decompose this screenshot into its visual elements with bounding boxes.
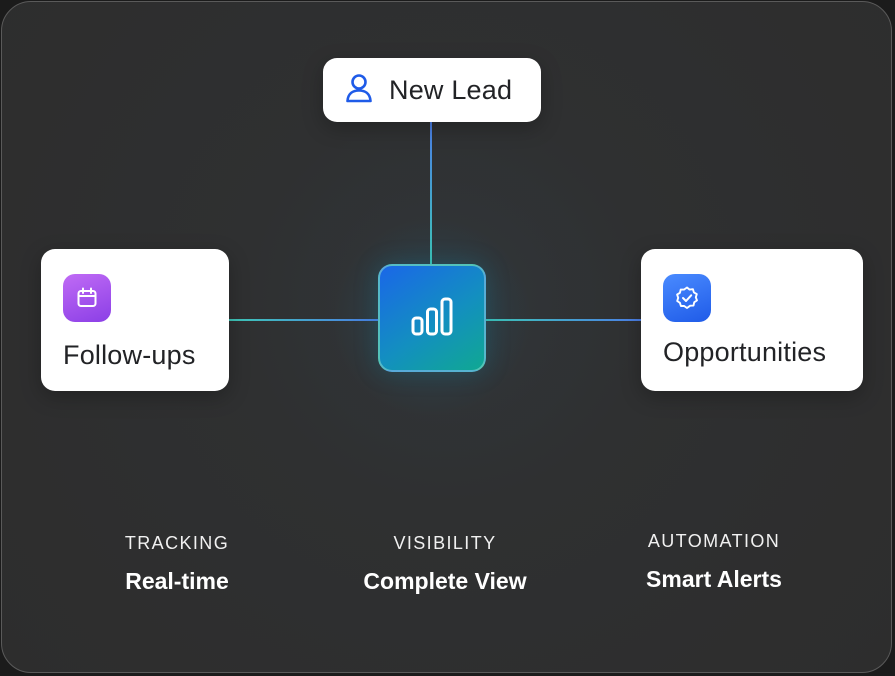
node-follow-ups[interactable]: Follow-ups: [41, 249, 229, 391]
bar-chart-icon: [408, 292, 456, 345]
stat-value: Smart Alerts: [646, 566, 782, 592]
calendar-icon: [63, 274, 111, 322]
stat-kicker: VISIBILITY: [393, 533, 497, 553]
node-label: Follow-ups: [63, 340, 196, 370]
connector-top: [430, 121, 432, 264]
user-icon: [343, 72, 375, 109]
connector-left: [228, 319, 378, 321]
stat-automation: AUTOMATION Smart Alerts: [594, 531, 834, 593]
stat-tracking: TRACKING Real-time: [57, 533, 297, 595]
hub-node[interactable]: [378, 264, 486, 372]
stat-visibility: VISIBILITY Complete View: [325, 533, 565, 595]
connector-right: [484, 319, 642, 321]
node-opportunities[interactable]: Opportunities: [641, 249, 863, 391]
stat-kicker: AUTOMATION: [647, 531, 781, 551]
stat-value: Complete View: [363, 568, 527, 594]
check-badge-icon: [663, 274, 711, 322]
stat-value: Real-time: [125, 568, 229, 594]
stat-kicker: TRACKING: [124, 533, 230, 553]
node-new-lead[interactable]: New Lead: [323, 58, 541, 122]
node-label: Opportunities: [663, 337, 827, 367]
node-label: New Lead: [389, 74, 513, 105]
